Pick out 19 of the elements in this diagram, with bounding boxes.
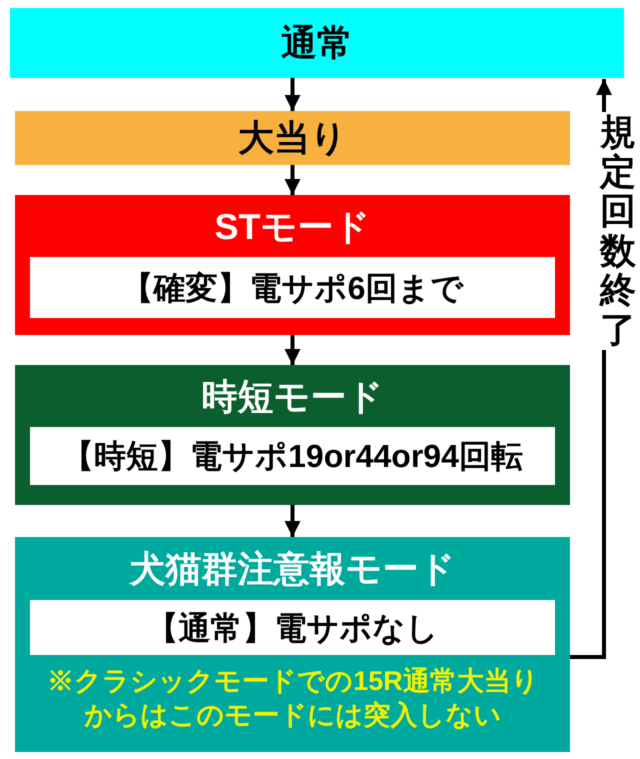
mode-panel <box>15 365 570 505</box>
state-box <box>10 8 624 78</box>
info-box: 【確変】電サポ6回まで <box>30 257 555 318</box>
mode-title: 通常 <box>280 25 354 61</box>
mode-panel <box>15 195 570 335</box>
arrow <box>284 505 300 537</box>
arrow <box>284 78 300 111</box>
mode-title: STモード <box>213 209 372 245</box>
note-text: ※クラシックモードでの15R通常大当りからはこのモードには突入しない <box>46 665 540 732</box>
mode-title: 犬猫群注意報モード <box>128 551 456 587</box>
info-box: 【通常】電サポなし <box>30 600 555 655</box>
info-box: 【時短】電サポ19or44or94回転 <box>30 427 555 485</box>
edge-label: 規定回数終了 <box>600 112 636 350</box>
mode-panel <box>15 537 570 752</box>
mode-title: 大当り <box>237 120 348 156</box>
mode-title: 時短モード <box>200 379 384 415</box>
state-box <box>15 111 570 165</box>
arrow <box>284 335 300 365</box>
arrow <box>284 165 300 195</box>
